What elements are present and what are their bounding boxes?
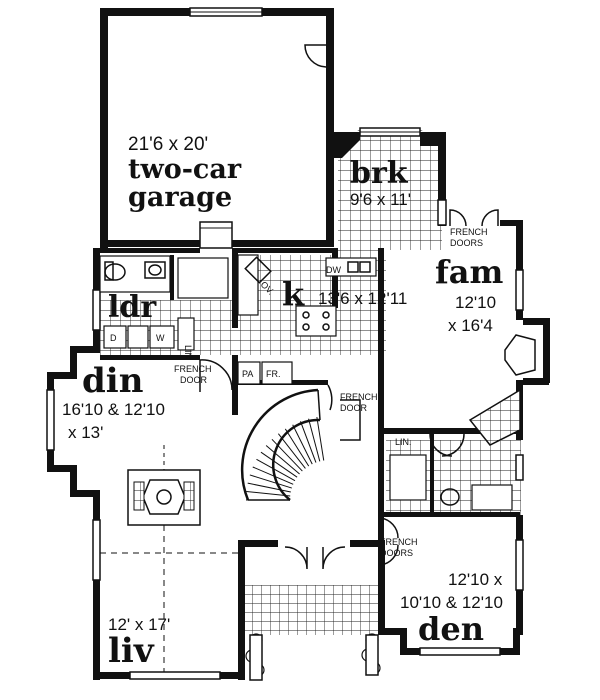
fixtures <box>99 254 536 681</box>
fam-dims-line1: 12'10 <box>455 293 496 312</box>
stair-tread <box>256 458 296 482</box>
k-dims: 13'6 x 12'11 <box>318 289 407 308</box>
dw-label: DW <box>326 265 341 275</box>
stair-tread <box>292 424 313 465</box>
ldr-name: ldr <box>108 290 157 325</box>
doors <box>199 44 499 570</box>
room-labels: 21'6 x 20' two-car garage brk 9'6 x 11' … <box>62 134 504 671</box>
french-doors-den-line1: FRENCH <box>380 537 418 547</box>
den-name: den <box>418 610 484 648</box>
pa-label: PA <box>242 369 253 379</box>
french-door-din-line1: FRENCH <box>174 364 212 374</box>
french-door-stair-line1: FRENCH <box>340 392 378 402</box>
french-doors-fam-line1: FRENCH <box>450 227 488 237</box>
french-doors-den-line2: DOORS <box>380 548 413 558</box>
k-name: k <box>282 275 305 313</box>
fam-name: fam <box>435 253 504 291</box>
french-door-stair-line2: DOOR <box>340 403 368 413</box>
din-dims-line2: x 13' <box>68 423 103 442</box>
garage-dims: 21'6 x 20' <box>128 134 208 155</box>
fr-label: FR. <box>266 369 281 379</box>
stair-tread <box>277 433 306 469</box>
stair-tread <box>249 474 292 489</box>
den-dims-line1: 12'10 x <box>448 570 503 589</box>
lin-fam: LIN. <box>395 437 412 447</box>
stair-tread <box>246 491 291 497</box>
stair-tread <box>300 421 317 463</box>
stair-tread <box>260 451 298 478</box>
stair-tread <box>252 466 294 485</box>
garage-name-line2: garage <box>128 182 232 213</box>
dryer-label: D <box>110 333 117 343</box>
liv-dims: 12' x 17' <box>108 615 170 634</box>
brk-name: brk <box>350 156 409 191</box>
french-door-din-line2: DOOR <box>180 375 208 385</box>
staircase <box>240 388 361 501</box>
stair-tread <box>265 445 300 475</box>
french-doors-fam-line2: DOORS <box>450 238 483 248</box>
small-labels: FRENCH DOOR FRENCH DOOR FRENCH DOORS FRE… <box>110 227 488 558</box>
fam-dims-line2: x 16'4 <box>448 316 493 335</box>
garage-name-line1: two-car <box>128 154 242 185</box>
stair-tread <box>271 438 303 472</box>
stair-tread <box>247 482 291 493</box>
stair-tread <box>316 416 325 461</box>
brk-dims: 9'6 x 11' <box>350 190 411 209</box>
windows <box>46 7 524 680</box>
liv-name: liv <box>108 631 155 671</box>
lin-ldr: LIN <box>183 345 193 359</box>
din-name: din <box>82 361 143 401</box>
stair-tread <box>284 428 310 467</box>
den-dims-line2: 10'10 & 12'10 <box>400 593 503 612</box>
stair-tread <box>308 418 321 462</box>
washer-label: W <box>156 333 165 343</box>
din-dims-line1: 16'10 & 12'10 <box>62 400 165 419</box>
